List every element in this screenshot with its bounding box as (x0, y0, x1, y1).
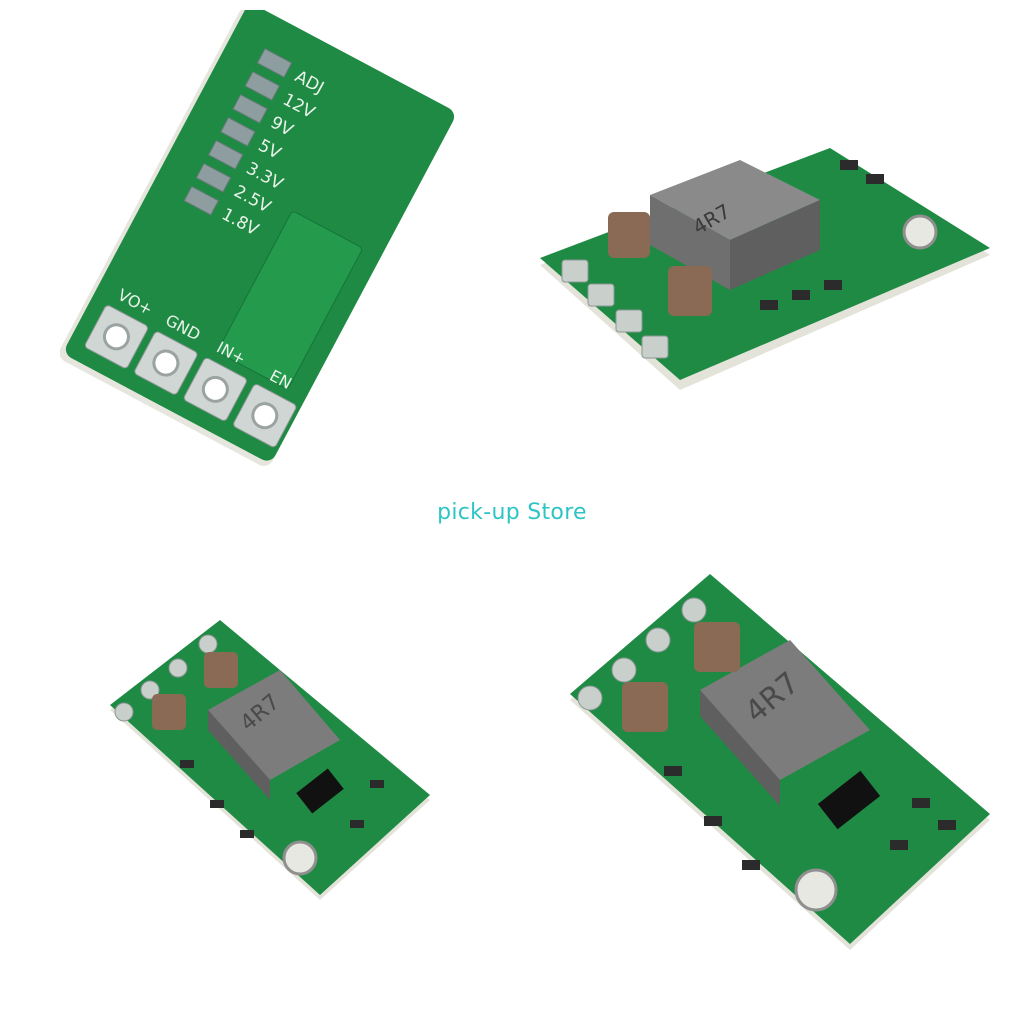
store-watermark: pick-up Store (0, 500, 1024, 525)
board-front-small-photo: 4R7 (110, 620, 430, 900)
watermark-text: pick-up Store (437, 500, 587, 525)
board-front-large-photo: 4R7 (570, 574, 990, 950)
board-front-angled-photo: 4R7 (540, 148, 990, 390)
board-back-photo: ADJ 12V 9V 5V 3.3V 2.5V 1.8V VO+ GND IN+… (60, 10, 455, 466)
